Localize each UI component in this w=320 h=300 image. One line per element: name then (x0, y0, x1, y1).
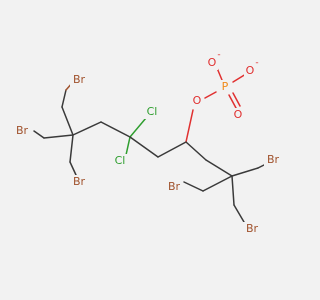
atom-labels: Br Br Br Cl Cl O P O - (13, 50, 282, 236)
bond-c3-cl-lower (125, 136, 131, 156)
bond-ch2c-br (69, 161, 77, 176)
bond-c3-cl-upper (129, 117, 147, 138)
bond-ch2a-br (61, 89, 67, 108)
atom-cl-lower: Cl (115, 154, 126, 167)
atom-o-double: O (234, 108, 243, 121)
bond-c6-c7 (205, 159, 233, 177)
charge-o-minus-left: - (217, 50, 220, 60)
atom-cl-upper: Cl (147, 105, 158, 118)
atom-br-right-upper: Br (267, 153, 280, 166)
bond-ch2e-br (183, 181, 204, 192)
bond-p-o-double-2 (232, 92, 241, 107)
atom-o-minus-right-label: O (246, 64, 255, 77)
bond-c2-c3 (100, 121, 131, 138)
atom-br-right-lower: Br (246, 222, 259, 235)
atom-phosphorus: P (222, 80, 229, 93)
atom-br-left: Br (16, 124, 29, 137)
bond-c1-ch2a (61, 106, 74, 136)
atom-br-top-left: Br (73, 73, 86, 86)
bond-c1-ch2c (69, 134, 74, 163)
bond-c1-ch2b (43, 134, 74, 139)
bond-ch2b-br (33, 130, 45, 139)
atom-o-ester: O (193, 94, 202, 107)
bond-o-p (204, 91, 217, 99)
molecule-canvas: Br Br Br Cl Cl O P O - (13, 50, 282, 236)
atom-br-right-lower-left: Br (168, 180, 181, 193)
molecule-structure: Br Br Br Cl Cl O P O - (13, 50, 282, 236)
bond-c7-ch2f (231, 175, 235, 206)
bond-c4-c5 (157, 141, 187, 158)
bond-p-ominus-right (232, 73, 247, 83)
bond-c7-ch2e (202, 175, 233, 192)
bond-layer (33, 67, 267, 223)
bond-c5-o (185, 109, 194, 143)
bond-p-o-double-1 (228, 94, 237, 109)
bond-c5-c6 (185, 141, 207, 161)
charge-o-minus-right: - (255, 58, 258, 68)
bond-ch2f-br (233, 204, 245, 223)
bond-c7-ch2d (231, 167, 259, 177)
bond-c3-c4 (129, 136, 159, 158)
atom-br-left-lower: Br (73, 175, 86, 188)
bond-c1-c2 (72, 121, 102, 136)
atom-o-minus-left: O (208, 56, 217, 69)
